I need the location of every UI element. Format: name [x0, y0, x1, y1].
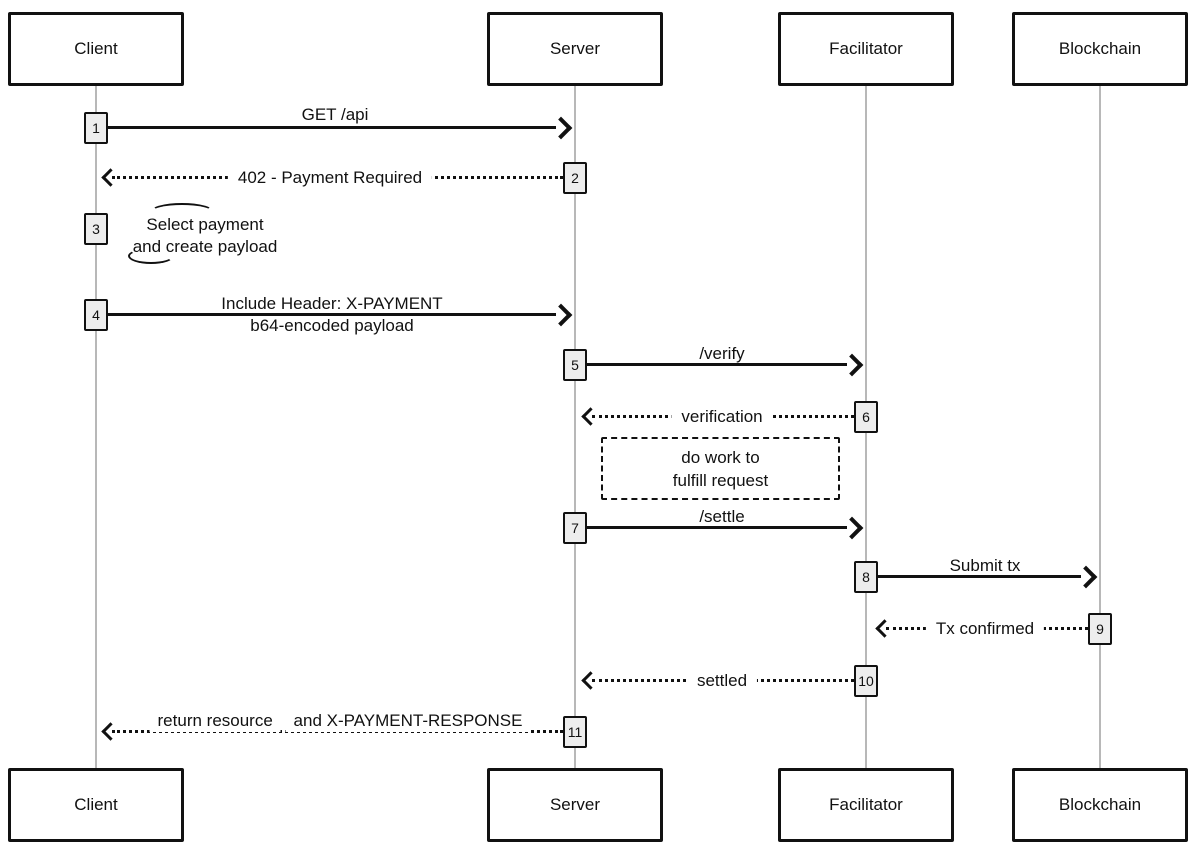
lifeline-client [95, 86, 97, 768]
message-label-x-payment-line2: b64-encoded payload [250, 316, 414, 335]
message-label-402: 402 - Payment Required [227, 168, 433, 188]
message-label-return-resource: return resource and X-PAYMENT-RESPONSE [149, 710, 531, 732]
step-badge-9: 9 [1088, 613, 1112, 645]
message-label-verify: /verify [699, 344, 745, 363]
arrowhead-right-icon [549, 303, 573, 327]
step-badge-7: 7 [563, 512, 587, 544]
arrow-line-submit-tx [878, 575, 1081, 578]
arrowhead-left-icon [581, 407, 600, 426]
step-badge-4: 4 [84, 299, 108, 331]
message-label-get-api: GET /api [301, 105, 369, 124]
actor-client-bottom: Client [8, 768, 184, 842]
step-badge-3: 3 [84, 213, 108, 245]
arrow-line-get-api [108, 126, 556, 129]
note-do-work-line2: fulfill request [672, 471, 769, 490]
actor-server-top: Server [487, 12, 663, 86]
arrowhead-right-icon [1074, 565, 1098, 589]
actor-blockchain-bottom: Blockchain [1012, 768, 1188, 842]
actor-facilitator-bottom: Facilitator [778, 768, 954, 842]
actor-client-top: Client [8, 12, 184, 86]
message-label-settle: /settle [699, 507, 745, 526]
arrow-line-settle [587, 526, 847, 529]
message-label-select-payment: Select payment and create payload [133, 214, 278, 258]
arrowhead-right-icon [840, 516, 864, 540]
self-loop-arc-top-icon [150, 203, 214, 221]
step-badge-2: 2 [563, 162, 587, 194]
note-do-work-line1: do work to [681, 448, 760, 467]
arrow-line-verify [587, 363, 847, 366]
actor-facilitator-top: Facilitator [778, 12, 954, 86]
message-label-x-payment: Include Header: X-PAYMENT b64-encoded pa… [221, 293, 442, 337]
note-do-work: do work to fulfill request [601, 437, 840, 500]
message-label-tx-confirmed: Tx confirmed [925, 619, 1045, 639]
step-badge-5: 5 [563, 349, 587, 381]
message-label-settled: settled [686, 671, 758, 691]
lifeline-blockchain [1099, 86, 1101, 768]
step-badge-10: 10 [854, 665, 878, 697]
arrowhead-right-icon [549, 116, 573, 140]
arrowhead-left-icon [101, 168, 120, 187]
step-badge-8: 8 [854, 561, 878, 593]
step-badge-11: 11 [563, 716, 587, 748]
message-label-return-resource-line1: return resource [149, 710, 281, 732]
lifeline-server [574, 86, 576, 768]
actor-server-bottom: Server [487, 768, 663, 842]
arrow-line-x-payment [108, 313, 556, 316]
arrowhead-left-icon [875, 619, 894, 638]
arrowhead-left-icon [101, 722, 120, 741]
step-badge-1: 1 [84, 112, 108, 144]
message-label-return-resource-line2: and X-PAYMENT-RESPONSE [285, 710, 531, 732]
message-label-submit-tx: Submit tx [949, 556, 1021, 575]
message-label-select-payment-line2: and create payload [132, 237, 278, 256]
message-label-select-payment-line1: Select payment [146, 215, 264, 234]
arrowhead-right-icon [840, 353, 864, 377]
self-loop-arc-bottom-icon [128, 248, 174, 264]
arrowhead-left-icon [581, 671, 600, 690]
actor-blockchain-top: Blockchain [1012, 12, 1188, 86]
message-label-verification: verification [671, 407, 773, 427]
message-label-x-payment-line1: Include Header: X-PAYMENT [221, 294, 443, 313]
step-badge-6: 6 [854, 401, 878, 433]
